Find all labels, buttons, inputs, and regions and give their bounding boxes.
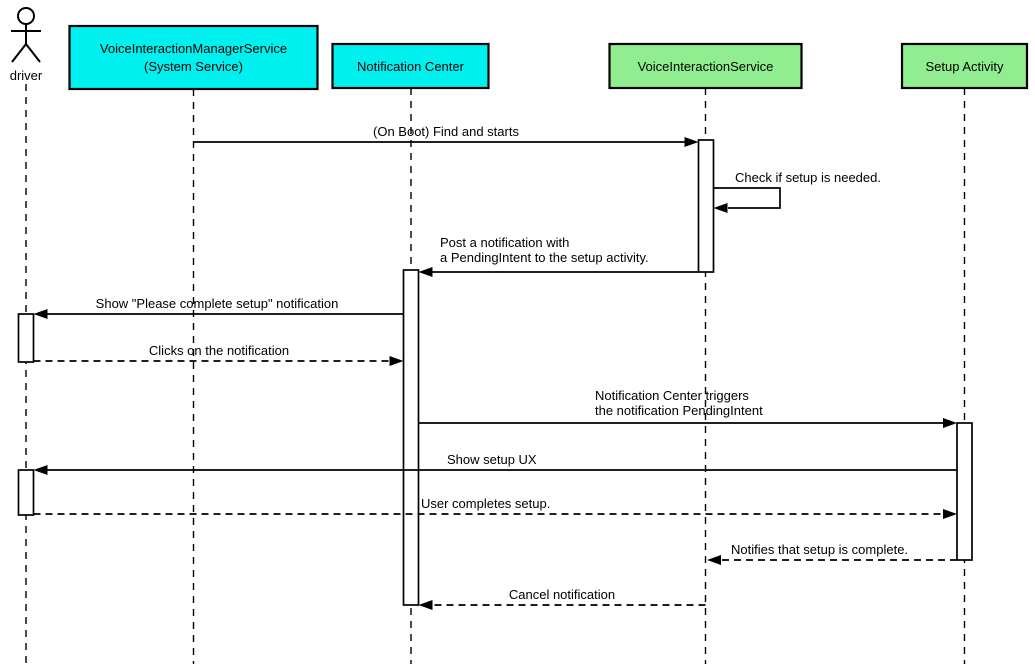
- message-label: User completes setup.: [421, 496, 550, 511]
- activation-bar-voice-interaction-service: [697, 139, 715, 273]
- message-label: Show "Please complete setup" notificatio…: [96, 296, 339, 311]
- participant-box: [68, 24, 319, 91]
- participant-notification-center: Notification Center: [331, 42, 490, 90]
- arrowhead-left-icon: [33, 309, 48, 319]
- message-notifies-setup-complete: Notifies that setup is complete.: [707, 542, 957, 565]
- activation-bar-notification-center: [402, 269, 420, 606]
- participant-box: [608, 42, 803, 90]
- activation-bar-driver-1: [17, 313, 35, 363]
- arrowhead-right-icon: [943, 418, 957, 428]
- participant-label-line2: (System Service): [144, 59, 243, 74]
- message-label: Notifies that setup is complete.: [731, 542, 908, 557]
- activation-bar-driver-2: [17, 469, 35, 516]
- participant-box: [900, 42, 1029, 90]
- participant-label: Notification Center: [357, 59, 465, 74]
- arrowhead-right-icon: [943, 509, 957, 519]
- participant-voice-interaction-manager-service: VoiceInteractionManagerService (System S…: [68, 24, 319, 91]
- self-message-line: [713, 187, 781, 209]
- message-label-line2: the notification PendingIntent: [595, 403, 763, 418]
- actor-label: driver: [10, 68, 43, 83]
- message-show-please-complete-setup-notification: Show "Please complete setup" notificatio…: [33, 296, 404, 319]
- message-label: Check if setup is needed.: [735, 170, 881, 185]
- message-notification-center-triggers-pendingintent: Notification Center triggers the notific…: [418, 388, 957, 428]
- actor-leg-left: [11, 43, 27, 63]
- arrowhead-left-icon: [707, 555, 721, 565]
- message-label: (On Boot) Find and starts: [373, 124, 519, 139]
- message-on-boot-find-and-starts: (On Boot) Find and starts: [193, 124, 699, 147]
- message-post-a-notification: Post a notification with a PendingIntent…: [418, 235, 699, 277]
- message-label-line2: a PendingIntent to the setup activity.: [440, 250, 649, 265]
- arrowhead-left-icon: [418, 267, 433, 277]
- participant-label: Setup Activity: [925, 59, 1004, 74]
- participant-label: VoiceInteractionService: [638, 59, 774, 74]
- arrowhead-left-icon: [418, 600, 433, 610]
- arrowhead-right-icon: [389, 356, 404, 366]
- message-clicks-on-the-notification: Clicks on the notification: [33, 343, 404, 366]
- participant-box: [331, 42, 490, 90]
- message-label: Show setup UX: [447, 452, 537, 467]
- actor-leg-right: [25, 43, 41, 63]
- message-label-line1: Notification Center triggers: [595, 388, 749, 403]
- message-user-completes-setup: User completes setup.: [33, 496, 957, 519]
- message-label: Cancel notification: [509, 587, 615, 602]
- actor-driver: driver: [10, 7, 43, 83]
- arrowhead-left-icon: [33, 465, 48, 475]
- arrowhead-left-icon: [713, 203, 728, 213]
- message-cancel-notification: Cancel notification: [418, 587, 706, 610]
- participant-label-line1: VoiceInteractionManagerService: [100, 41, 287, 56]
- activation-bars: [17, 139, 973, 606]
- arrowhead-right-icon: [684, 137, 699, 147]
- participant-setup-activity: Setup Activity: [900, 42, 1029, 90]
- actor-head: [17, 7, 35, 25]
- participant-voice-interaction-service: VoiceInteractionService: [608, 42, 803, 90]
- message-label-line1: Post a notification with: [440, 235, 569, 250]
- activation-bar-setup-activity: [956, 422, 973, 561]
- message-check-if-setup-is-needed: Check if setup is needed.: [713, 170, 881, 213]
- message-show-setup-ux: Show setup UX: [33, 452, 957, 475]
- message-label: Clicks on the notification: [149, 343, 289, 358]
